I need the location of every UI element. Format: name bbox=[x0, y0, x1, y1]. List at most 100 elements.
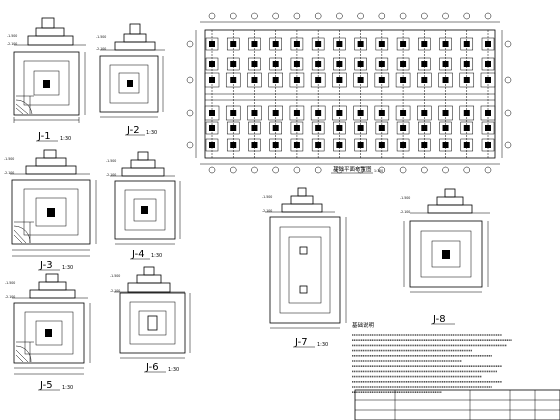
plan-column bbox=[272, 125, 279, 131]
plan-footing bbox=[480, 105, 496, 121]
footing-outline bbox=[114, 180, 176, 240]
plan-column bbox=[230, 77, 237, 83]
axis-bubble bbox=[186, 40, 194, 48]
plan-column bbox=[463, 77, 470, 83]
plan-footing bbox=[460, 138, 474, 152]
axis-bubble bbox=[186, 109, 194, 117]
axis-bubble bbox=[504, 109, 512, 117]
plan-column bbox=[272, 77, 279, 83]
plan-footing bbox=[225, 105, 241, 121]
axis-bubble bbox=[208, 12, 216, 20]
plan-column bbox=[293, 61, 300, 67]
plan-footing bbox=[481, 138, 495, 152]
footing-label: J-1 bbox=[37, 131, 51, 142]
plan-column bbox=[463, 110, 470, 116]
footing-outline bbox=[11, 179, 91, 245]
column bbox=[147, 315, 158, 331]
footing-detail-j1: -1.500 -2.100 J-1 1:30 bbox=[7, 17, 86, 142]
column bbox=[299, 246, 308, 255]
plan-footing bbox=[418, 138, 431, 152]
plan-footing bbox=[354, 121, 367, 135]
plan-footing bbox=[395, 105, 411, 121]
plan-footing bbox=[226, 37, 240, 51]
section-view: -1.500 -2.100 bbox=[262, 187, 335, 213]
plan-footing bbox=[205, 138, 219, 152]
axis-bubble bbox=[463, 166, 471, 174]
axis-bubble bbox=[186, 76, 194, 84]
plan-footing bbox=[418, 57, 431, 71]
plan-column bbox=[378, 41, 385, 47]
footing-label: J-4 bbox=[131, 249, 145, 260]
plan-column bbox=[421, 41, 428, 47]
plan-column bbox=[357, 61, 364, 67]
plan-column bbox=[272, 142, 279, 148]
footing-label: J-6 bbox=[145, 362, 159, 373]
axis-bubbles bbox=[186, 12, 512, 174]
plan-footing bbox=[269, 37, 282, 51]
axis-bubble bbox=[293, 166, 301, 174]
svg-text:-1.500: -1.500 bbox=[96, 35, 106, 39]
plan-column bbox=[400, 41, 407, 47]
title-block bbox=[354, 389, 560, 420]
plan-footing bbox=[311, 121, 325, 135]
plan-footing bbox=[333, 57, 346, 71]
plan-column bbox=[336, 110, 343, 116]
section-view: -1.500 -2.100 bbox=[400, 188, 490, 214]
plan-column bbox=[400, 110, 407, 116]
plan-column bbox=[421, 142, 428, 148]
plan-footing bbox=[460, 121, 474, 135]
plan-column bbox=[293, 142, 300, 148]
svg-text:-2.100: -2.100 bbox=[110, 289, 120, 293]
plan-footing bbox=[354, 57, 367, 71]
column bbox=[43, 80, 50, 88]
plan-column bbox=[421, 61, 428, 67]
plan-grid bbox=[204, 30, 496, 158]
footing-scale: 1:30 bbox=[168, 367, 179, 373]
plan-footing bbox=[269, 138, 282, 152]
plan-title: 基础平面布置图 bbox=[333, 165, 372, 173]
plan-column bbox=[357, 41, 364, 47]
plan-footing bbox=[354, 37, 367, 51]
plan-footing bbox=[353, 72, 368, 88]
footing-outline bbox=[119, 292, 186, 354]
plan-column bbox=[315, 61, 322, 67]
plan-column bbox=[251, 110, 258, 116]
plan-footing bbox=[226, 57, 240, 71]
plan-footing bbox=[310, 105, 326, 121]
plan-footing bbox=[248, 57, 261, 71]
plan-column bbox=[400, 142, 407, 148]
plan-column bbox=[209, 77, 215, 83]
plan-column bbox=[336, 125, 343, 131]
section-view: -1.500 -2.100 bbox=[7, 17, 86, 46]
axis-bubble bbox=[421, 166, 428, 174]
plan-column bbox=[485, 110, 491, 116]
svg-text:-1.500: -1.500 bbox=[7, 34, 17, 38]
plan-footing bbox=[481, 37, 495, 51]
plan-footing bbox=[247, 72, 262, 88]
column bbox=[299, 285, 308, 294]
footing-label: J-3 bbox=[39, 260, 53, 271]
plan-footing bbox=[311, 57, 325, 71]
plan-column bbox=[463, 125, 470, 131]
footing-detail-j3: -1.500 -2.100 J-3 1:30 bbox=[4, 149, 97, 271]
plan-column bbox=[357, 142, 364, 148]
plan-column bbox=[336, 41, 343, 47]
plan-footing bbox=[459, 72, 475, 88]
section-view: -1.500 -2.100 bbox=[106, 151, 175, 177]
plan-column bbox=[251, 41, 258, 47]
axis-bubble bbox=[442, 166, 449, 174]
footing-outline bbox=[269, 216, 341, 324]
axis-bubble bbox=[251, 12, 258, 20]
plan-column bbox=[230, 142, 237, 148]
plan-column bbox=[230, 125, 237, 131]
footing-scale: 1:30 bbox=[60, 136, 71, 142]
axis-bubble bbox=[504, 40, 512, 48]
plan-column bbox=[485, 142, 491, 148]
svg-text:-2.100: -2.100 bbox=[106, 173, 116, 177]
plan-footing bbox=[439, 37, 452, 51]
footing-scale: 1:30 bbox=[317, 342, 328, 348]
plan-footing bbox=[481, 121, 495, 135]
plan-column bbox=[400, 125, 407, 131]
plan-column bbox=[378, 110, 385, 116]
plan-footing bbox=[375, 138, 389, 152]
